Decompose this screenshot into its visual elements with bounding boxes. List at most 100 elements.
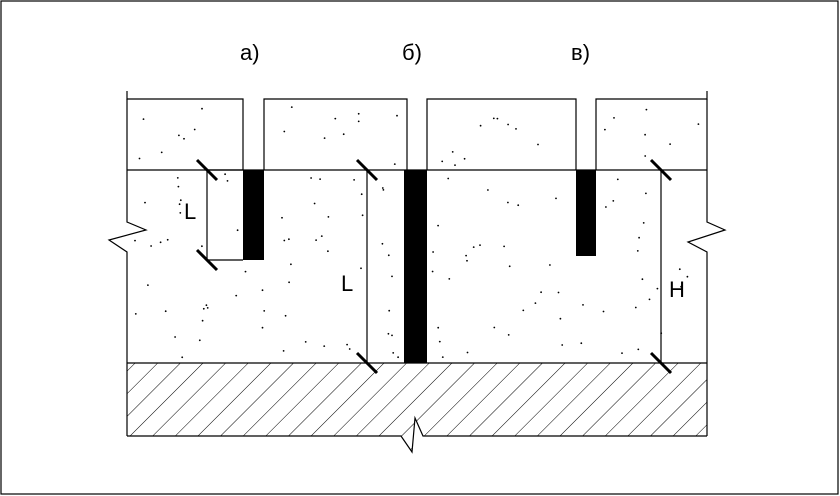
soil-dot: [244, 270, 247, 273]
soil-dot: [613, 117, 615, 119]
soil-dot: [549, 264, 551, 266]
soil-dot: [201, 245, 203, 248]
soil-dot: [176, 177, 179, 179]
soil-dot: [537, 143, 539, 146]
soil-dot: [290, 263, 292, 266]
soil-dot: [438, 340, 441, 343]
soil-dot: [327, 216, 330, 218]
label-dim-b: L: [341, 271, 353, 296]
soil-dot: [357, 120, 360, 123]
soil-dot: [348, 348, 351, 350]
soil-dot: [310, 177, 312, 179]
soil-dot: [642, 222, 645, 224]
soil-dot: [205, 304, 208, 307]
soil-dot: [334, 117, 337, 120]
soil-dot: [202, 307, 205, 310]
soil-dot: [580, 342, 583, 345]
soil-dot: [517, 204, 520, 207]
dimension-b: [355, 158, 379, 375]
soil-dot: [147, 284, 149, 286]
soil-dot: [144, 201, 146, 204]
soil-dot: [645, 108, 648, 111]
soil-dot: [534, 302, 537, 304]
soil-dot: [353, 179, 355, 181]
dimension-c: [649, 158, 673, 375]
soil-dot: [387, 332, 390, 335]
label-dim-a: L: [184, 199, 196, 224]
label-variant-a: а): [240, 40, 260, 65]
soil-dot: [177, 185, 180, 188]
soil-dot: [288, 238, 290, 241]
soil-dot: [360, 193, 363, 196]
soil-dot: [134, 239, 136, 242]
label-variant-b: б): [402, 40, 422, 65]
soil-dot: [159, 241, 162, 244]
soil-dot: [463, 157, 466, 160]
soil-dot: [396, 114, 398, 117]
soil-dot: [645, 192, 647, 195]
soil-dot: [201, 107, 203, 110]
soil-dot: [605, 206, 607, 208]
soil-dot: [656, 287, 659, 290]
soil-dot: [697, 123, 700, 125]
soil-dot: [283, 130, 286, 133]
soil-dot: [555, 197, 557, 200]
soil-dot: [447, 177, 450, 180]
soil-dot: [479, 124, 482, 127]
soil-dot: [150, 245, 153, 247]
soil-dot: [637, 348, 640, 351]
soil-dot: [437, 224, 439, 227]
soil-dot: [557, 291, 560, 294]
soil-dot: [201, 319, 204, 322]
soil-dot: [142, 118, 145, 120]
soil-dot: [284, 314, 287, 317]
soil-dot: [391, 275, 393, 278]
soil-dot: [261, 326, 264, 329]
soil-dot: [236, 229, 239, 232]
soil-dot: [493, 326, 496, 329]
soil-dot: [174, 336, 177, 338]
soil-dot: [357, 112, 360, 115]
soil-dot: [540, 291, 542, 294]
soil-dot: [432, 251, 434, 253]
bottom-break-line: [127, 415, 707, 454]
soil-dot: [472, 246, 475, 249]
soil-dot: [387, 254, 390, 257]
soil-dot: [507, 201, 509, 204]
soil-dot: [323, 137, 326, 140]
soil-dot: [235, 294, 238, 297]
soil-dot: [134, 313, 137, 315]
wall-b: [404, 170, 427, 363]
soil-dot: [479, 244, 481, 247]
soil-dot: [669, 143, 671, 146]
aquiclude-hatch: [127, 363, 707, 452]
top-soil-blocks: [126, 91, 708, 170]
soil-dot: [487, 189, 489, 191]
soil-dot: [392, 352, 395, 354]
soil-dot: [304, 341, 307, 343]
soil-dot: [183, 137, 185, 140]
dimension-a: [195, 158, 243, 272]
soil-dot: [604, 128, 606, 131]
soil-dot: [466, 259, 468, 262]
soil-dot: [164, 310, 167, 313]
soil-dot: [397, 356, 399, 359]
soil-dot: [288, 281, 290, 284]
soil-dot: [634, 306, 637, 309]
soil-dot: [602, 310, 605, 313]
soil-dot: [638, 236, 640, 239]
soil-dot: [680, 285, 682, 288]
soil-dot: [582, 304, 584, 306]
soil-dot: [263, 310, 266, 312]
soil-dot: [454, 164, 456, 167]
soil-dot: [313, 202, 316, 205]
soil-dot: [507, 123, 509, 126]
soil-dot: [437, 326, 440, 329]
left-break-line: [107, 99, 148, 436]
soil-dot: [636, 250, 639, 252]
soil-dot: [616, 178, 619, 181]
soil-dot: [320, 235, 323, 238]
soil-dot: [178, 203, 181, 206]
soil-dot: [261, 289, 264, 292]
